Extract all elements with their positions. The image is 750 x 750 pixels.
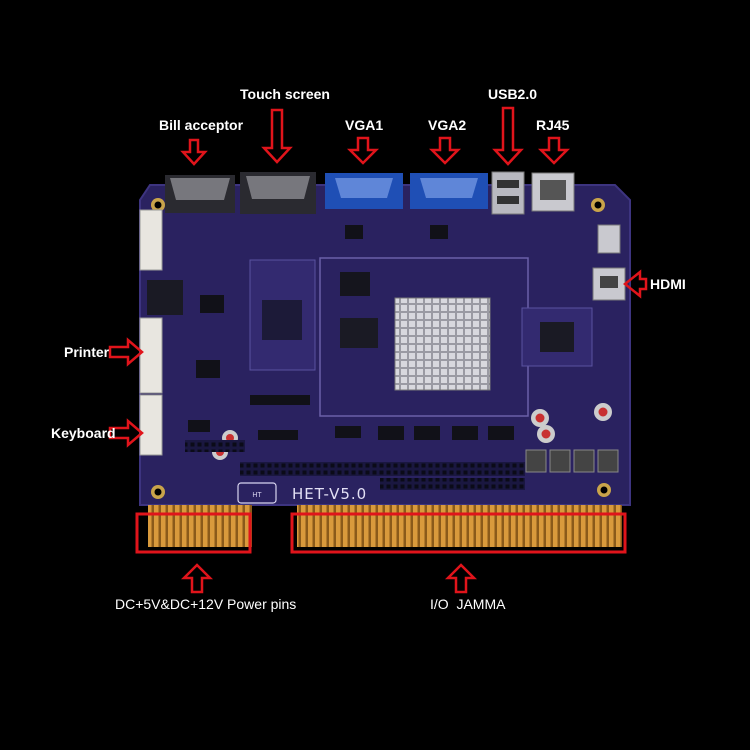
keyboard-label: Keyboard xyxy=(51,425,116,441)
vga1-port xyxy=(325,173,403,209)
vga1-label: VGA1 xyxy=(345,117,384,133)
rj45-port xyxy=(531,172,575,212)
vga1-arrow xyxy=(346,136,380,165)
printer-arrow xyxy=(108,337,144,367)
bill-acceptor-arrow xyxy=(180,138,208,166)
board-logo: HT xyxy=(237,482,277,504)
printer-label: Printer xyxy=(64,344,110,360)
keyboard-arrow xyxy=(108,418,144,448)
usb-label: USB2.0 xyxy=(488,86,538,102)
db9-bill-acceptor-port xyxy=(165,175,235,213)
jamma-gold-fingers xyxy=(297,505,622,547)
power-pins-arrow xyxy=(180,563,214,594)
io-jamma-label: I/O JAMMA xyxy=(430,596,506,612)
vga2-label: VGA2 xyxy=(428,117,467,133)
power-pins-label: DC+5V&DC+12V Power pins xyxy=(115,596,297,612)
hdmi-arrow xyxy=(622,269,648,299)
power-pins-highlight xyxy=(135,512,252,554)
pcb-board: HT xyxy=(139,184,631,506)
rj45-label: RJ45 xyxy=(536,117,570,133)
jamma-highlight xyxy=(290,512,627,554)
bill-acceptor-label: Bill acceptor xyxy=(159,117,244,133)
hdmi-port xyxy=(592,267,626,301)
svg-text:HT: HT xyxy=(252,492,262,499)
hdmi-label: HDMI xyxy=(650,276,686,292)
usb-arrow xyxy=(492,106,524,166)
db9-touch-screen-port xyxy=(240,172,316,214)
board-model-label: HET-V5.0 xyxy=(292,485,368,503)
touch-screen-label: Touch screen xyxy=(240,86,330,102)
usb-port xyxy=(491,171,525,215)
power-gold-fingers xyxy=(148,505,252,547)
vga2-arrow xyxy=(428,136,462,165)
rj45-arrow xyxy=(537,136,571,165)
vga2-port xyxy=(410,173,488,209)
jamma-arrow xyxy=(444,563,478,594)
touch-screen-arrow xyxy=(261,108,293,164)
